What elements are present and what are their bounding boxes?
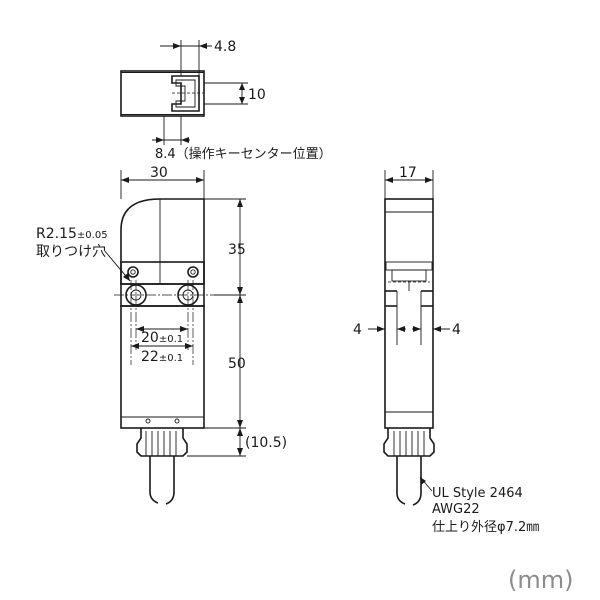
dim-top-width: 4.8 (214, 39, 236, 55)
front-view-head (120, 198, 205, 284)
dim-side-width: 17 (399, 165, 417, 181)
front-view-body (120, 305, 205, 429)
dim-side-right-offset: 4 (452, 322, 461, 338)
hole-radius-label: R2.15±0.05 (36, 226, 108, 242)
dim-hole-pitch-max: 22±0.1 (141, 349, 183, 365)
key-slot (171, 75, 200, 112)
dim-cable-gland: (10.5) (245, 435, 287, 451)
dim-upper-height: 35 (228, 242, 246, 258)
unit-label: (mm) (508, 566, 573, 594)
cable-gland-side (383, 428, 435, 457)
dim-top-height: 10 (248, 87, 266, 103)
dim-front-width: 30 (150, 165, 168, 181)
dim-side-left-offset: 4 (353, 322, 362, 338)
cable-side (396, 456, 422, 506)
cable-front (149, 456, 175, 505)
cable-spec-line1: UL Style 2464 (432, 486, 523, 501)
front-view: 30 R2.15±0.05 取りつけ穴 35 50 (10.5) 20±0.1 (36, 165, 287, 505)
cable-spec-line2: AWG22 (432, 502, 480, 517)
side-view-body (384, 198, 434, 429)
top-view: 4.8 10 8.4（操作キーセンター位置） (120, 39, 332, 162)
dim-key-position: 8.4（操作キーセンター位置） (155, 146, 332, 162)
dim-hole-pitch-min: 20±0.1 (141, 330, 183, 346)
cable-spec-line3: 仕上り外径φ7.2㎜ (432, 520, 539, 535)
cable-gland (136, 428, 188, 457)
hole-label-line2: 取りつけ穴 (36, 244, 106, 260)
side-view: 17 4 4 UL Style 2464 AWG22 仕上り外径φ7.2㎜ (353, 165, 539, 535)
top-view-body (120, 70, 205, 117)
dim-body-height: 50 (228, 356, 246, 372)
